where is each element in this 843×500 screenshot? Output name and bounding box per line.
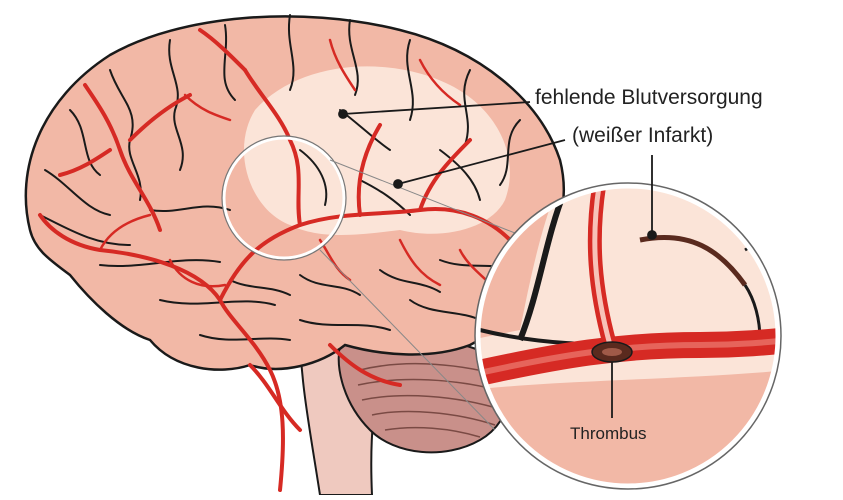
infarct-label-line2: (weißer Infarkt) <box>572 124 713 148</box>
infarct-label-line1: fehlende Blutversorgung <box>535 86 763 110</box>
thrombus-label: Thrombus <box>570 424 647 444</box>
